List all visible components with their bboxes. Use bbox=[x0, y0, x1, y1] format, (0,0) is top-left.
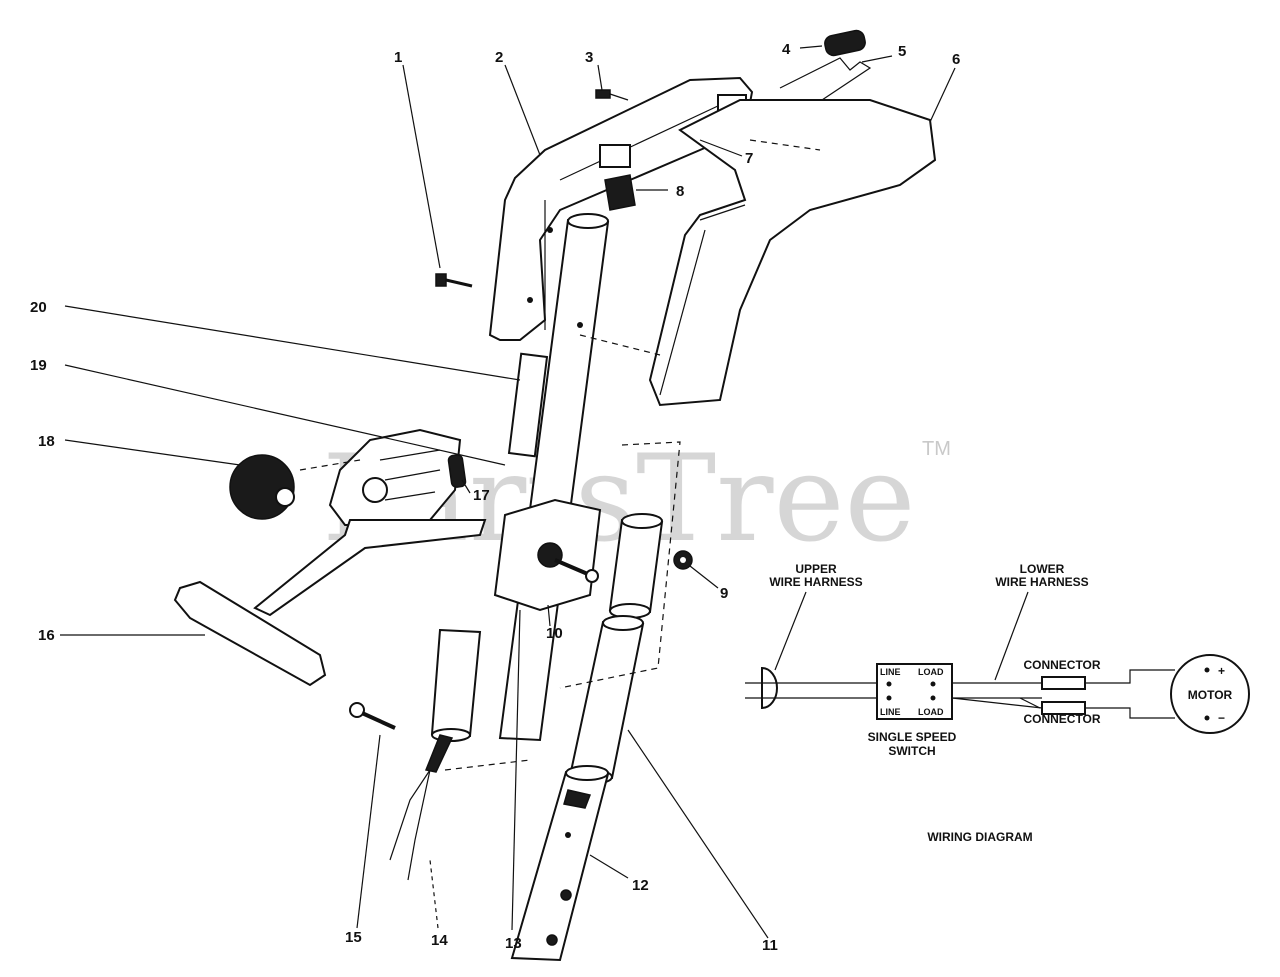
callout-5: 5 bbox=[898, 43, 906, 60]
callout-6: 6 bbox=[952, 51, 960, 68]
main-tube-part bbox=[498, 213, 610, 742]
callout-10: 10 bbox=[546, 625, 563, 642]
tube-sleeve-part bbox=[608, 513, 664, 619]
callout-numbers: 1 2 3 4 5 6 7 8 9 10 11 12 13 14 15 16 1… bbox=[30, 41, 960, 954]
knob-part bbox=[229, 454, 295, 520]
callout-20: 20 bbox=[30, 299, 47, 316]
upper-harness-label-2: WIRE HARNESS bbox=[769, 575, 862, 589]
callout-2: 2 bbox=[495, 49, 503, 66]
wiring-diagram-title: WIRING DIAGRAM bbox=[927, 830, 1032, 844]
callout-3: 3 bbox=[585, 49, 593, 66]
wiring-diagram: UPPER WIRE HARNESS LOWER WIRE HARNESS LI… bbox=[745, 562, 1250, 844]
connector-top-label: CONNECTOR bbox=[1023, 658, 1100, 672]
spring-part bbox=[824, 29, 866, 57]
nut-part bbox=[673, 550, 693, 570]
handle-bar-part bbox=[173, 519, 487, 687]
callout-8: 8 bbox=[676, 183, 684, 200]
connector-top bbox=[1041, 676, 1086, 690]
lower-harness-label-2: WIRE HARNESS bbox=[995, 575, 1088, 589]
wire-harness-part bbox=[389, 734, 454, 881]
bolt-15-part bbox=[349, 702, 396, 730]
callout-4: 4 bbox=[782, 41, 791, 58]
callout-13: 13 bbox=[505, 935, 522, 952]
handle-cover-part bbox=[648, 99, 937, 407]
callout-1: 1 bbox=[394, 49, 402, 66]
motor-label: MOTOR bbox=[1188, 688, 1233, 702]
switch-label-2: SWITCH bbox=[888, 744, 935, 758]
callout-18: 18 bbox=[38, 433, 55, 450]
switch-box-part bbox=[493, 498, 602, 612]
single-speed-switch-box bbox=[876, 663, 953, 720]
plug-icon bbox=[761, 666, 778, 710]
switch-line-top: LINE bbox=[880, 667, 901, 677]
switch-line-bottom: LINE bbox=[880, 707, 901, 717]
callout-15: 15 bbox=[345, 929, 362, 946]
switch-load-top: LOAD bbox=[918, 667, 944, 677]
switch-label-1: SINGLE SPEED bbox=[868, 730, 957, 744]
callout-9: 9 bbox=[720, 585, 728, 602]
motor-plus: + bbox=[1218, 664, 1225, 678]
wire-spring-part bbox=[779, 57, 872, 101]
leader-lines bbox=[60, 45, 956, 939]
switch-load-bottom: LOAD bbox=[918, 707, 944, 717]
screw-3-part bbox=[595, 89, 629, 101]
callout-19: 19 bbox=[30, 357, 47, 374]
bottom-tube-12-part bbox=[510, 765, 610, 962]
callout-14: 14 bbox=[431, 932, 448, 949]
screw-1-part bbox=[435, 273, 473, 288]
callout-12: 12 bbox=[632, 877, 649, 894]
shield-plate-part bbox=[328, 428, 462, 526]
motor-circle bbox=[1170, 654, 1250, 734]
callout-11: 11 bbox=[762, 937, 778, 954]
lower-tube-13-part bbox=[430, 628, 482, 742]
connector-bottom-label: CONNECTOR bbox=[1023, 712, 1100, 726]
callout-17: 17 bbox=[473, 487, 490, 504]
motor-minus: − bbox=[1218, 711, 1225, 725]
callout-7: 7 bbox=[745, 150, 753, 167]
lower-harness-label-1: LOWER bbox=[1020, 562, 1065, 576]
upper-harness-label-1: UPPER bbox=[795, 562, 837, 576]
lower-tube-11-part bbox=[568, 615, 645, 785]
spring-17-part bbox=[447, 454, 467, 488]
connector-bottom bbox=[1041, 701, 1086, 715]
callout-16: 16 bbox=[38, 627, 55, 644]
watermark-tm: TM bbox=[922, 438, 951, 460]
